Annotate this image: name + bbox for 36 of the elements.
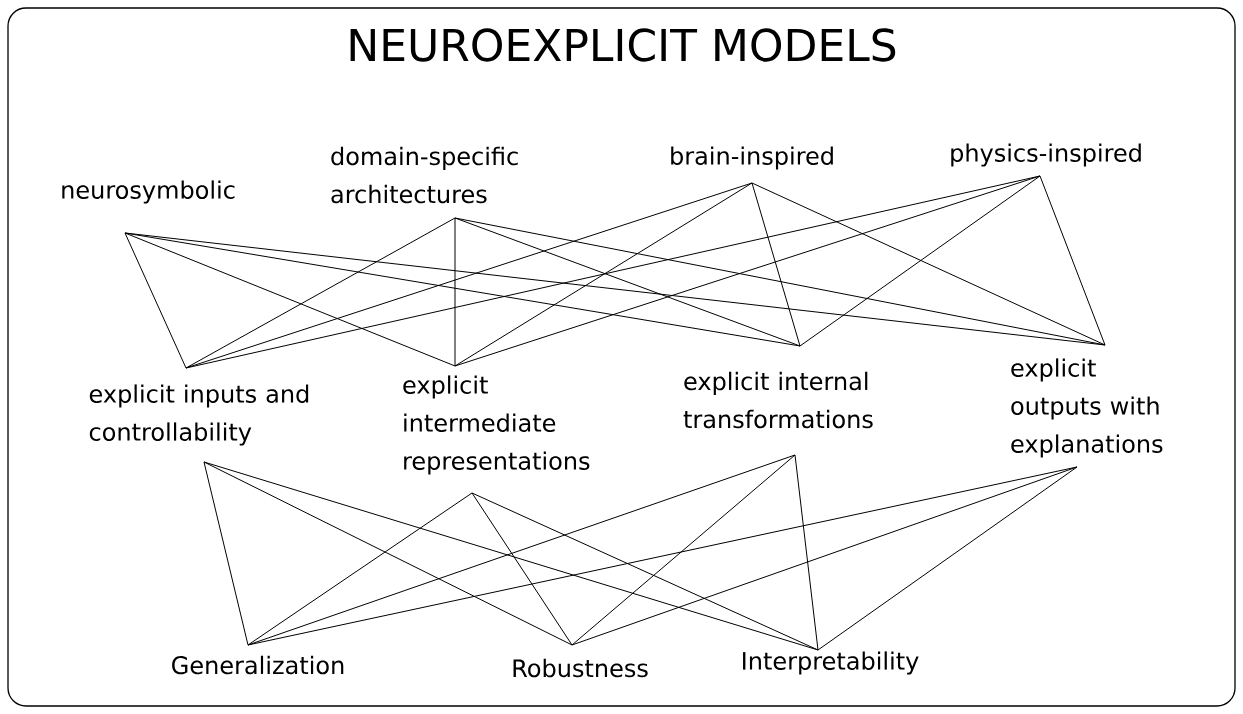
connector-line: [203, 461, 249, 646]
connector-line: [124, 232, 456, 367]
connector-line: [1039, 175, 1106, 346]
connector-line: [751, 182, 801, 347]
connector-line: [454, 175, 1041, 367]
connector-line: [203, 461, 819, 651]
connector-line: [454, 217, 456, 367]
node-label: Robustness: [513, 658, 648, 678]
connector-line: [454, 182, 753, 367]
connector-line: [247, 492, 473, 646]
node-label: explicit intermediate representations: [403, 375, 590, 475]
connector-line: [794, 454, 819, 651]
connector-line: [471, 492, 573, 646]
connector-line: [799, 175, 1041, 347]
node-label: Interpretability: [743, 651, 919, 675]
connector-line: [471, 492, 819, 651]
connector-line: [571, 454, 796, 646]
connector-line: [751, 182, 1106, 346]
node-label: explicit outputs with explanations: [1011, 358, 1163, 458]
node-label: neurosymbolic: [62, 180, 235, 204]
connector-line: [203, 461, 573, 646]
connector-line: [185, 182, 753, 369]
node-label: explicit inputs and controllability: [89, 384, 309, 446]
connector-line: [454, 217, 1106, 346]
node-label: explicit internal transformations: [683, 371, 873, 429]
title: NEUROEXPLICIT MODELS: [350, 28, 896, 62]
node-label: domain-specific architectures: [331, 146, 518, 204]
connector-line: [817, 466, 1078, 651]
connector-line: [454, 217, 801, 347]
connector-line: [247, 454, 796, 646]
connector-line: [571, 466, 1078, 646]
node-label: brain-inspired: [671, 146, 833, 170]
connector-line: [124, 232, 187, 369]
node-label: Generalization: [172, 655, 344, 675]
connector-line: [185, 217, 456, 369]
node-label: physics-inspired: [951, 143, 1141, 167]
